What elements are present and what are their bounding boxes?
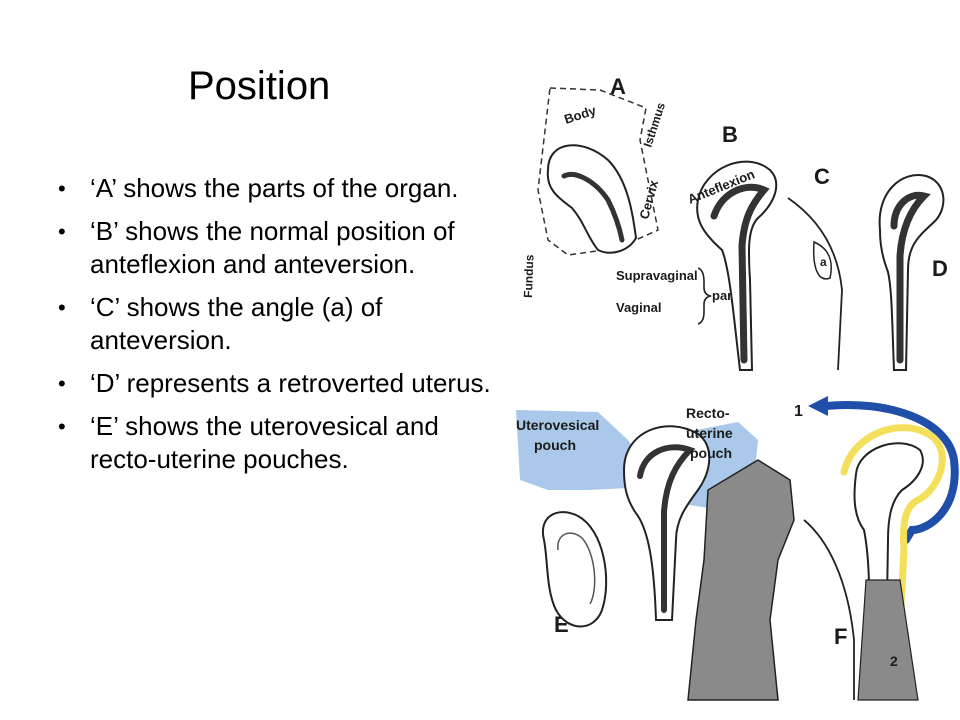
panel-a-cervix-label: Cervix [636,178,661,221]
panel-a-fundus-label: Fundus [521,254,537,298]
bullet-item: • ‘B’ shows the normal position of antefl… [58,215,508,281]
bullet-dot: • [58,414,66,439]
panel-a-vaginal-label: Vaginal [616,300,662,315]
panel-e: E Uterovesical pouch Recto- uterine pouc… [516,405,795,701]
panel-e-bladder [541,511,608,628]
panel-f-label: F [834,624,847,649]
panel-c: C a [787,164,843,371]
panel-d-canal [890,191,931,364]
panel-e-uterovesical-label-1: Uterovesical [516,417,599,433]
bullet-list: • ‘A’ shows the parts of the organ. • ‘B’… [58,172,508,486]
bullet-dot: • [58,295,66,320]
panel-e-rectouterine-label-3: pouch [690,445,732,461]
uterus-position-diagram: A Body Isthmus Cervix Fundus Supravagina… [516,74,959,701]
panel-b-label: B [722,122,738,147]
panel-a-isthmus-label: Isthmus [641,101,669,149]
bullet-item: • ‘D’ represents a retroverted uterus. [58,367,508,400]
panel-a-body-label: Body [562,102,598,127]
panel-a-cavity [561,172,625,243]
bullet-text: ‘A’ shows the parts of the organ. [90,173,459,203]
panel-e-rectum [687,459,795,701]
panel-b-canal [710,183,770,364]
panel-a-supravaginal-label: Supravaginal [616,268,698,283]
bullet-dot: • [58,371,66,396]
panel-f: F 1 2 [794,396,959,701]
panel-c-anterior-line [787,197,843,371]
bullet-dot: • [58,219,66,244]
panel-a-brace [697,267,713,325]
panel-f-arrowhead [808,396,828,416]
panel-e-uterovesical-label-2: pouch [534,437,576,453]
panel-b: B Anteflexion [686,122,778,371]
panel-c-angle-label: a [820,255,827,269]
bullet-text: ‘B’ shows the normal position of antefle… [90,216,455,279]
panel-e-rectouterine-label-2: uterine [686,425,733,441]
panel-f-uterus [853,442,924,661]
panel-a-label: A [610,74,626,99]
bullet-item: • ‘C’ shows the angle (a) of anteversion. [58,291,508,357]
panel-f-arrow-1-label: 1 [794,403,803,420]
panel-f-blue-arrow [822,401,959,544]
panel-f-anterior-line [803,519,855,700]
panel-f-arrow-2-label: 2 [890,653,898,669]
bullet-text: ‘C’ shows the angle (a) of anteversion. [90,292,383,355]
panel-d: D [878,174,948,371]
panel-c-angle-wedge [812,240,832,280]
bullet-text: ‘E’ shows the uterovesical and recto-ute… [90,411,439,474]
panel-c-label: C [814,164,830,189]
panel-d-label: D [932,256,948,281]
bullet-dot: • [58,176,66,201]
panel-f-tissue [857,579,919,701]
bullet-text: ‘D’ represents a retroverted uterus. [90,368,491,398]
panel-f-yellow-curve [840,424,946,664]
bullet-item: • ‘E’ shows the uterovesical and recto-ut… [58,410,508,476]
bullet-item: • ‘A’ shows the parts of the organ. [58,172,508,205]
panel-e-bladder-inner [557,532,596,605]
panel-e-canal [637,444,696,613]
panel-a-dashed-outline [537,87,659,256]
slide-title: Position [188,64,331,108]
panel-e-rectouterine-label-1: Recto- [686,405,730,421]
